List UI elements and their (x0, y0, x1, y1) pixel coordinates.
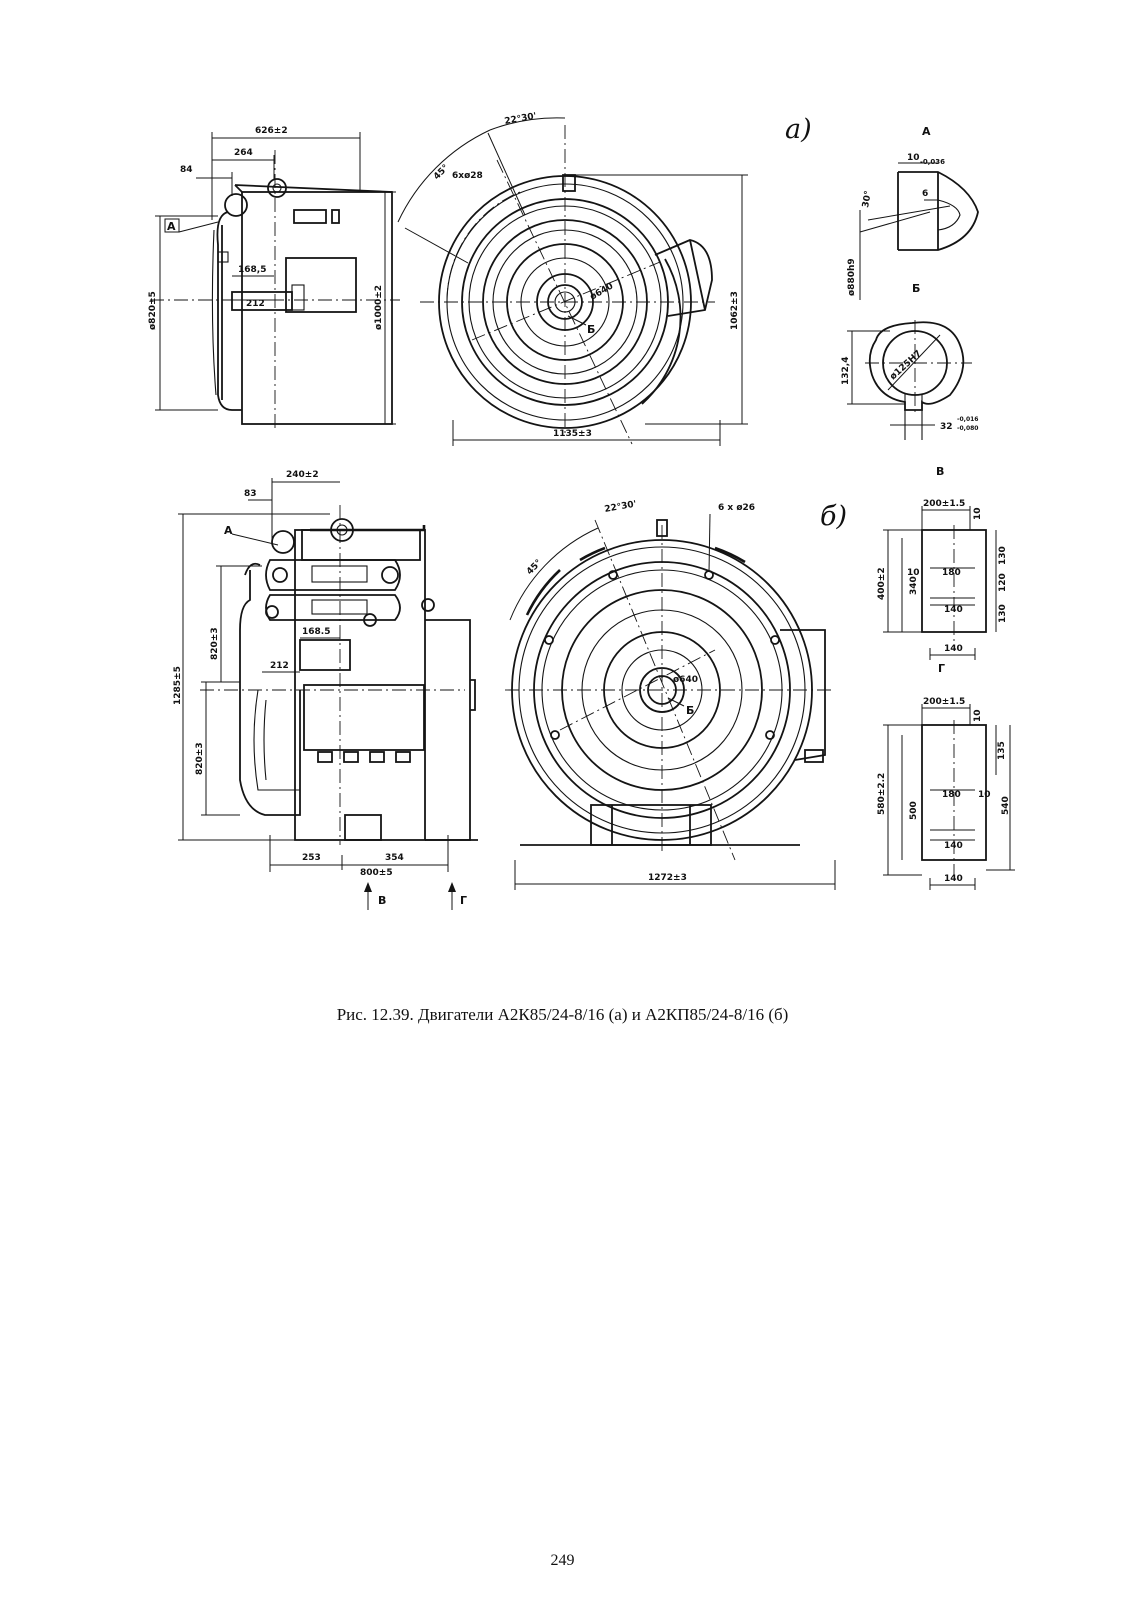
detail-g-140b: 140 (944, 874, 963, 884)
detail-g: Г 200±1.5 10 135 180 10 540 580±2.2 500 … (877, 662, 1015, 890)
view-a-front: 45° 22°30' 6хø28 ø640 Б 1135±3 1062±3 а) (397, 111, 812, 446)
detail-v-130a: 130 (998, 546, 1008, 565)
detail-b-132: 132,4 (841, 357, 851, 385)
view-mark-a-1: А (167, 220, 176, 233)
dim-b-83: 83 (244, 489, 257, 499)
dim-a-626: 626±2 (255, 126, 288, 136)
dim-b-212: 212 (270, 661, 289, 671)
dim-a-dia640: ø640 (589, 281, 616, 302)
dim-a-168: 168,5 (238, 265, 266, 275)
dim-a-264: 264 (234, 148, 253, 158)
detail-b-32: 32 (940, 422, 953, 432)
detail-b-32-tol-top: -0,016 (957, 416, 978, 423)
detail-v-400: 400±2 (877, 567, 887, 600)
arrow-label-v: В (378, 894, 386, 907)
detail-g-140: 140 (944, 841, 963, 851)
dim-b-800: 800±5 (360, 868, 393, 878)
detail-a-10-tol: -0,036 (920, 158, 945, 166)
dim-a-holes: 6хø28 (452, 171, 483, 181)
dim-a-1135: 1135±3 (553, 429, 592, 439)
detail-v-340: 340 (909, 576, 919, 595)
dim-a-212: 212 (246, 299, 265, 309)
detail-v-10: 10 (973, 507, 983, 520)
dim-a-angle45: 45° (432, 163, 451, 182)
dim-b-820-top: 820±3 (210, 627, 220, 660)
detail-g-10r: 10 (978, 790, 991, 800)
detail-v-top: 200±1.5 (923, 499, 965, 509)
dim-b-angle22: 22°30' (604, 499, 638, 514)
detail-b-title: Б (912, 282, 920, 295)
view-b-side: 240±2 83 168.5 212 1285±5 820±3 820±3 25… (173, 470, 478, 910)
technical-drawing: 626±2 264 84 168,5 212 ø820±5 ø1000±2 А (148, 111, 1015, 910)
dim-b-holes: 6 х ø26 (718, 503, 755, 513)
detail-g-top: 200±1.5 (923, 697, 965, 707)
dim-b-1285: 1285±5 (173, 666, 183, 705)
dim-b-angle45: 45° (525, 558, 544, 577)
dim-b-820-bot: 820±3 (195, 742, 205, 775)
dim-a-dia1000: ø1000±2 (374, 285, 384, 330)
dim-a-dia820: ø820±5 (148, 291, 158, 330)
detail-v-10l: 10 (907, 568, 920, 578)
dim-b-253: 253 (302, 853, 321, 863)
detail-g-500: 500 (909, 801, 919, 820)
detail-g-580: 580±2.2 (877, 773, 887, 815)
detail-g-10: 10 (973, 709, 983, 722)
detail-v-120: 120 (998, 573, 1008, 592)
dim-b-168: 168.5 (302, 627, 330, 637)
dim-a-1062: 1062±3 (730, 291, 740, 330)
view-mark-b-2: Б (686, 704, 694, 717)
detail-a-angle: 30° (861, 190, 874, 209)
detail-b: Б ø125H7 132,4 32 -0,016 -0,080 (841, 282, 978, 440)
detail-a-10: 10 (907, 153, 920, 163)
view-a-side: 626±2 264 84 168,5 212 ø820±5 ø1000±2 А (148, 126, 400, 430)
dim-b-354: 354 (385, 853, 404, 863)
view-b-front: 45° 22°30' 6 х ø26 ø640 Б 1272±3 б) (505, 499, 847, 890)
dim-b-240: 240±2 (286, 470, 319, 480)
detail-a-title: А (922, 125, 931, 138)
detail-g-135: 135 (997, 741, 1007, 760)
detail-v: В 200±1.5 10 180 10 340 400±2 140 140 13… (877, 465, 1008, 660)
dim-a-84: 84 (180, 165, 193, 175)
detail-b-dia: ø125H7 (888, 349, 923, 382)
label-variant-a: а) (785, 114, 812, 145)
detail-b-32-tol-bot: -0,080 (957, 425, 978, 432)
view-mark-a-2: А (224, 524, 233, 537)
detail-g-540: 540 (1001, 796, 1011, 815)
page-number: 249 (550, 1552, 575, 1569)
detail-v-140: 140 (944, 605, 963, 615)
detail-g-title: Г (938, 662, 945, 675)
dim-a-angle22: 22°30' (504, 111, 538, 126)
dim-b-dia640: ø640 (673, 675, 698, 685)
detail-a: А 10 -0,036 6 30° ø880h9 (847, 125, 979, 300)
figure-caption: Рис. 12.39. Двигатели А2К85/24-8/16 (а) … (336, 1005, 789, 1024)
detail-v-140b: 140 (944, 644, 963, 654)
detail-v-title: В (936, 465, 944, 478)
arrow-label-g: Г (460, 894, 467, 907)
detail-v-180: 180 (942, 568, 961, 578)
detail-a-6: 6 (922, 189, 928, 199)
detail-g-180: 180 (942, 790, 961, 800)
view-mark-b-1: Б (587, 323, 595, 336)
detail-a-dia: ø880h9 (847, 258, 857, 296)
label-variant-b: б) (820, 501, 847, 532)
detail-v-130b: 130 (998, 604, 1008, 623)
dim-b-1272: 1272±3 (648, 873, 687, 883)
